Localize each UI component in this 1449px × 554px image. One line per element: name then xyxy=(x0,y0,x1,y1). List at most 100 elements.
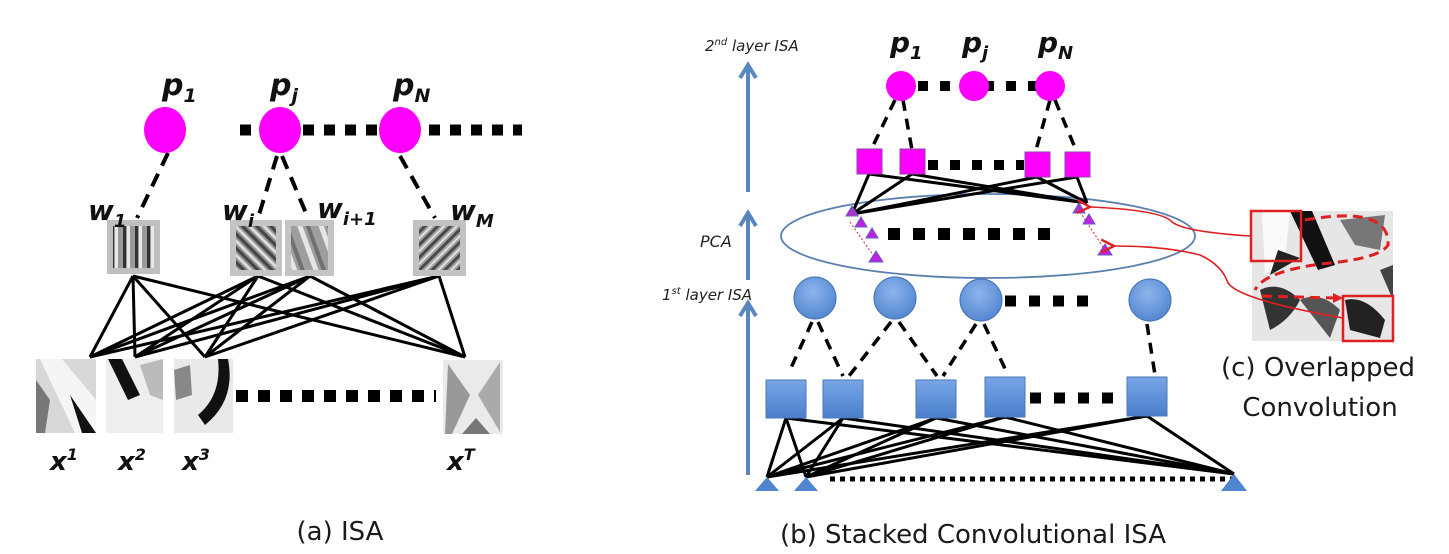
pooling-label: p1 xyxy=(161,68,197,107)
pca-triangle xyxy=(1097,243,1113,256)
connection-line xyxy=(851,175,1078,216)
pca-ellipse xyxy=(780,193,1196,279)
label-1st-layer-isa: 1st layer ISA xyxy=(662,286,752,304)
arrow-pca xyxy=(738,209,758,280)
pool-filter-links xyxy=(135,152,437,219)
pca-components xyxy=(845,202,1113,263)
layer1-units xyxy=(765,376,1168,419)
connection-line xyxy=(804,417,845,478)
filter-label: wi+1 xyxy=(317,192,377,230)
arrow-to-layer1 xyxy=(738,299,758,475)
panel-c-overlapped-convolution: (c) Overlapped Convolution xyxy=(1090,207,1415,423)
patch-box-2 xyxy=(1341,294,1395,343)
connection-line xyxy=(132,274,466,359)
layer2-pool-node-N xyxy=(1035,71,1065,101)
filter-label: w1 xyxy=(88,194,126,232)
connection-line xyxy=(851,172,913,216)
filter-bank xyxy=(107,220,466,276)
connection-line xyxy=(131,275,137,358)
pooling-label: pj xyxy=(269,68,298,107)
layer2-units xyxy=(856,148,1091,178)
pooling-node-N xyxy=(379,107,421,153)
layer1-pool-node xyxy=(873,276,917,320)
filter-label: wM xyxy=(450,194,494,232)
input-triangle xyxy=(755,477,779,491)
connection-line xyxy=(204,274,311,359)
overlap-dashed-arrow xyxy=(1261,294,1336,300)
input-label: xT xyxy=(445,445,476,477)
connection-line xyxy=(89,274,440,359)
layer1-unit xyxy=(765,379,807,419)
filter-input-connections xyxy=(88,274,467,359)
input-label: x1 xyxy=(48,445,78,477)
caption-c-line2: Convolution xyxy=(1242,393,1397,423)
caption-b: (b) Stacked Convolutional ISA xyxy=(780,520,1166,550)
caption-c-line1: (c) Overlapped xyxy=(1221,353,1415,383)
input-patch-x1 xyxy=(36,359,96,433)
overlap-arrowhead xyxy=(1333,293,1343,303)
input-triangle xyxy=(1221,474,1247,491)
pooling-node-j xyxy=(259,107,301,153)
layer1-pool-links xyxy=(788,320,1157,378)
layer2-unit xyxy=(899,148,926,175)
pca-triangle xyxy=(845,205,859,217)
pca-triangle xyxy=(865,227,879,239)
layer2-pool-label: pj xyxy=(961,26,989,64)
input-patch-x3 xyxy=(174,359,233,433)
layer2-pool-node-j xyxy=(959,71,989,101)
layer1-inputs xyxy=(755,474,1247,491)
filter-wM-image xyxy=(419,226,460,270)
input-patches xyxy=(36,359,503,434)
filter-w1-image xyxy=(113,226,154,268)
connection-line xyxy=(88,275,135,358)
connection-line xyxy=(935,416,1235,476)
connection-line xyxy=(805,415,1006,479)
pca-triangle xyxy=(1072,202,1086,214)
connection-line xyxy=(765,417,788,478)
connection-line xyxy=(766,416,844,479)
layer2-pool-label: p1 xyxy=(889,26,923,64)
connection-line xyxy=(134,274,440,359)
input-label: x3 xyxy=(180,445,210,477)
layer1-pool-node xyxy=(1128,278,1172,322)
arrow-to-layer2 xyxy=(738,61,758,192)
connection-line xyxy=(850,173,871,215)
connection-line xyxy=(1146,414,1235,476)
layer2-pool-node-1 xyxy=(886,71,916,101)
overlap-dashed-outline xyxy=(1253,214,1390,291)
layer2-unit xyxy=(1024,151,1051,178)
pooling-label: pN xyxy=(392,68,430,107)
layer1-unit xyxy=(915,379,957,419)
mapping-arrow-1 xyxy=(1090,207,1252,237)
filter-wi-image xyxy=(236,226,276,270)
layer1-pool-node xyxy=(959,278,1003,322)
input-patch-x2 xyxy=(106,359,163,433)
layer2-connections xyxy=(850,172,1089,216)
filter-label: wi xyxy=(222,194,255,232)
mapping-arrow-2 xyxy=(1114,246,1344,319)
connection-line xyxy=(1004,415,1235,476)
connection-line xyxy=(437,275,467,358)
connection-line xyxy=(309,274,466,359)
label-2nd-layer-isa: 2nd layer ISA xyxy=(705,37,799,55)
pca-triangle xyxy=(868,250,884,263)
layer2-pool-label: pN xyxy=(1037,26,1073,64)
pca-triangle xyxy=(1082,213,1096,225)
input-label: x2 xyxy=(116,445,146,477)
pooling-node-1 xyxy=(144,107,186,153)
connection-line xyxy=(89,274,311,359)
layer1-unit xyxy=(1126,376,1168,417)
layer2-unit xyxy=(856,148,883,175)
overlap-image xyxy=(1252,211,1393,341)
layer2-unit xyxy=(1064,151,1091,178)
connection-line xyxy=(89,274,259,359)
connection-line xyxy=(203,275,260,358)
layer2-pool-links xyxy=(869,99,1078,151)
layer1-connections xyxy=(765,414,1235,479)
connection-line xyxy=(805,414,1148,479)
layer1-pooling-units xyxy=(793,276,1172,322)
